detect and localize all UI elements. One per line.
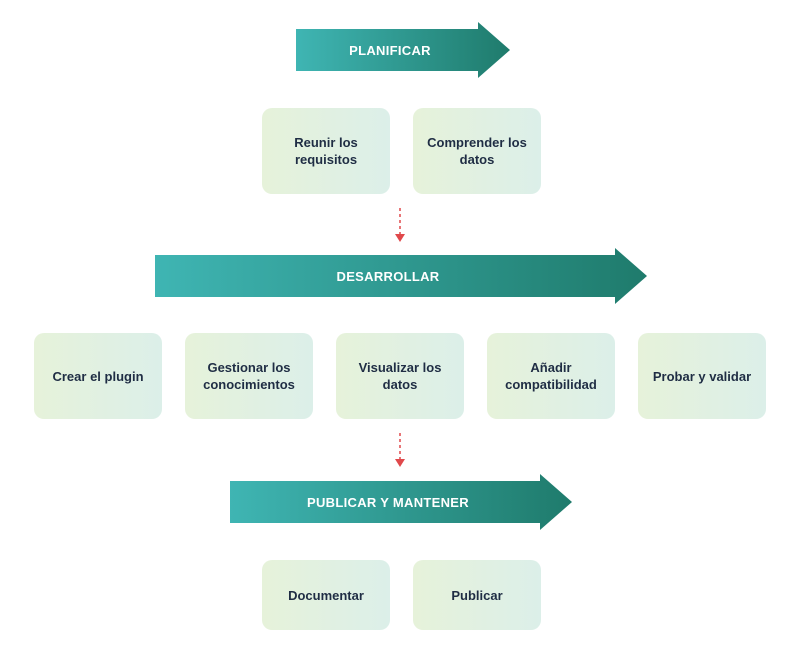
step-documentar: Documentar bbox=[262, 560, 390, 630]
connector-arrow-1 bbox=[395, 208, 405, 242]
step-comprender-datos: Comprender los datos bbox=[413, 108, 541, 194]
step-reunir-requisitos: Reunir los requisitos bbox=[262, 108, 390, 194]
phase-label-publicar-mantener: PUBLICAR Y MANTENER bbox=[307, 494, 469, 510]
step-publicar: Publicar bbox=[413, 560, 541, 630]
phase-arrow-desarrollar bbox=[155, 248, 647, 304]
connector-arrow-2 bbox=[395, 433, 405, 467]
step-probar-validar: Probar y validar bbox=[638, 333, 766, 419]
step-crear-plugin: Crear el plugin bbox=[34, 333, 162, 419]
phase-arrow-planificar bbox=[296, 22, 510, 78]
step-gestionar-conocimientos: Gestionar los conocimientos bbox=[185, 333, 313, 419]
phase-label-desarrollar: DESARROLLAR bbox=[336, 268, 440, 284]
step-anadir-compatibilidad: Añadir compatibilidad bbox=[487, 333, 615, 419]
phase-arrow-publicar-mantener bbox=[230, 474, 572, 530]
step-visualizar-datos: Visualizar los datos bbox=[336, 333, 464, 419]
phase-label-planificar: PLANIFICAR bbox=[349, 42, 431, 58]
